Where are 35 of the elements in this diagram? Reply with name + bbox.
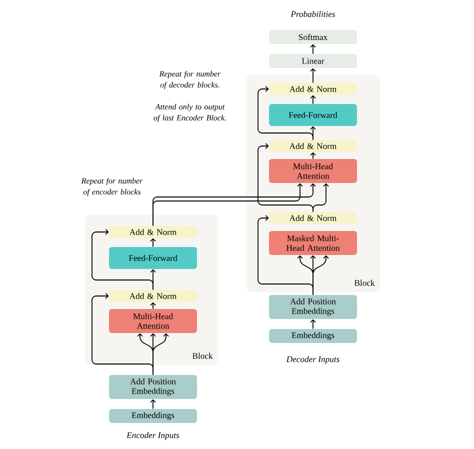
- arrow: [310, 95, 316, 104]
- annotation: Attend only to output of last Encoder Block.: [154, 104, 226, 122]
- node-label: Probabilities: [290, 10, 336, 18]
- annotation: Repeat for number of decoder blocks.: [159, 70, 221, 90]
- norm-box: Add & Norm: [109, 290, 197, 302]
- embedding-box: Add Position Embeddings: [269, 295, 357, 319]
- embedding-box: Embeddings: [109, 409, 197, 423]
- embedding-box: Embeddings: [269, 329, 357, 343]
- arrow: [310, 152, 316, 160]
- attention-box: Multi-Head Attention: [109, 309, 197, 333]
- norm-box: Add & Norm: [269, 83, 357, 95]
- node-label: Decoder Inputs: [286, 356, 340, 364]
- arrow: [310, 68, 316, 84]
- layer-box: Softmax: [269, 30, 357, 44]
- arrow: [310, 44, 316, 54]
- layer-box: Feed-Forward: [109, 247, 197, 269]
- arrow: [258, 143, 314, 212]
- arrow: [258, 86, 314, 140]
- arrow: [258, 215, 314, 296]
- norm-box: Add & Norm: [269, 212, 357, 224]
- layer-box: Linear: [269, 54, 357, 68]
- embedding-box: Add Position Embeddings: [109, 375, 197, 399]
- arrow: [310, 319, 316, 330]
- arrow: [150, 399, 156, 410]
- arrow: [92, 229, 154, 290]
- norm-box: Add & Norm: [109, 226, 197, 238]
- norm-box: Add & Norm: [269, 140, 357, 152]
- attention-box: Masked Multi-Head Attention: [269, 231, 357, 255]
- annotation: Repeat for number of encoder blocks: [81, 178, 143, 196]
- arrow: [92, 293, 154, 376]
- attention-box: Multi-Head Attention: [269, 159, 357, 183]
- arrow: [150, 238, 156, 248]
- layer-box: Feed-Forward: [269, 104, 357, 126]
- arrow: [150, 302, 156, 310]
- node-label: Encoder Inputs: [126, 432, 180, 440]
